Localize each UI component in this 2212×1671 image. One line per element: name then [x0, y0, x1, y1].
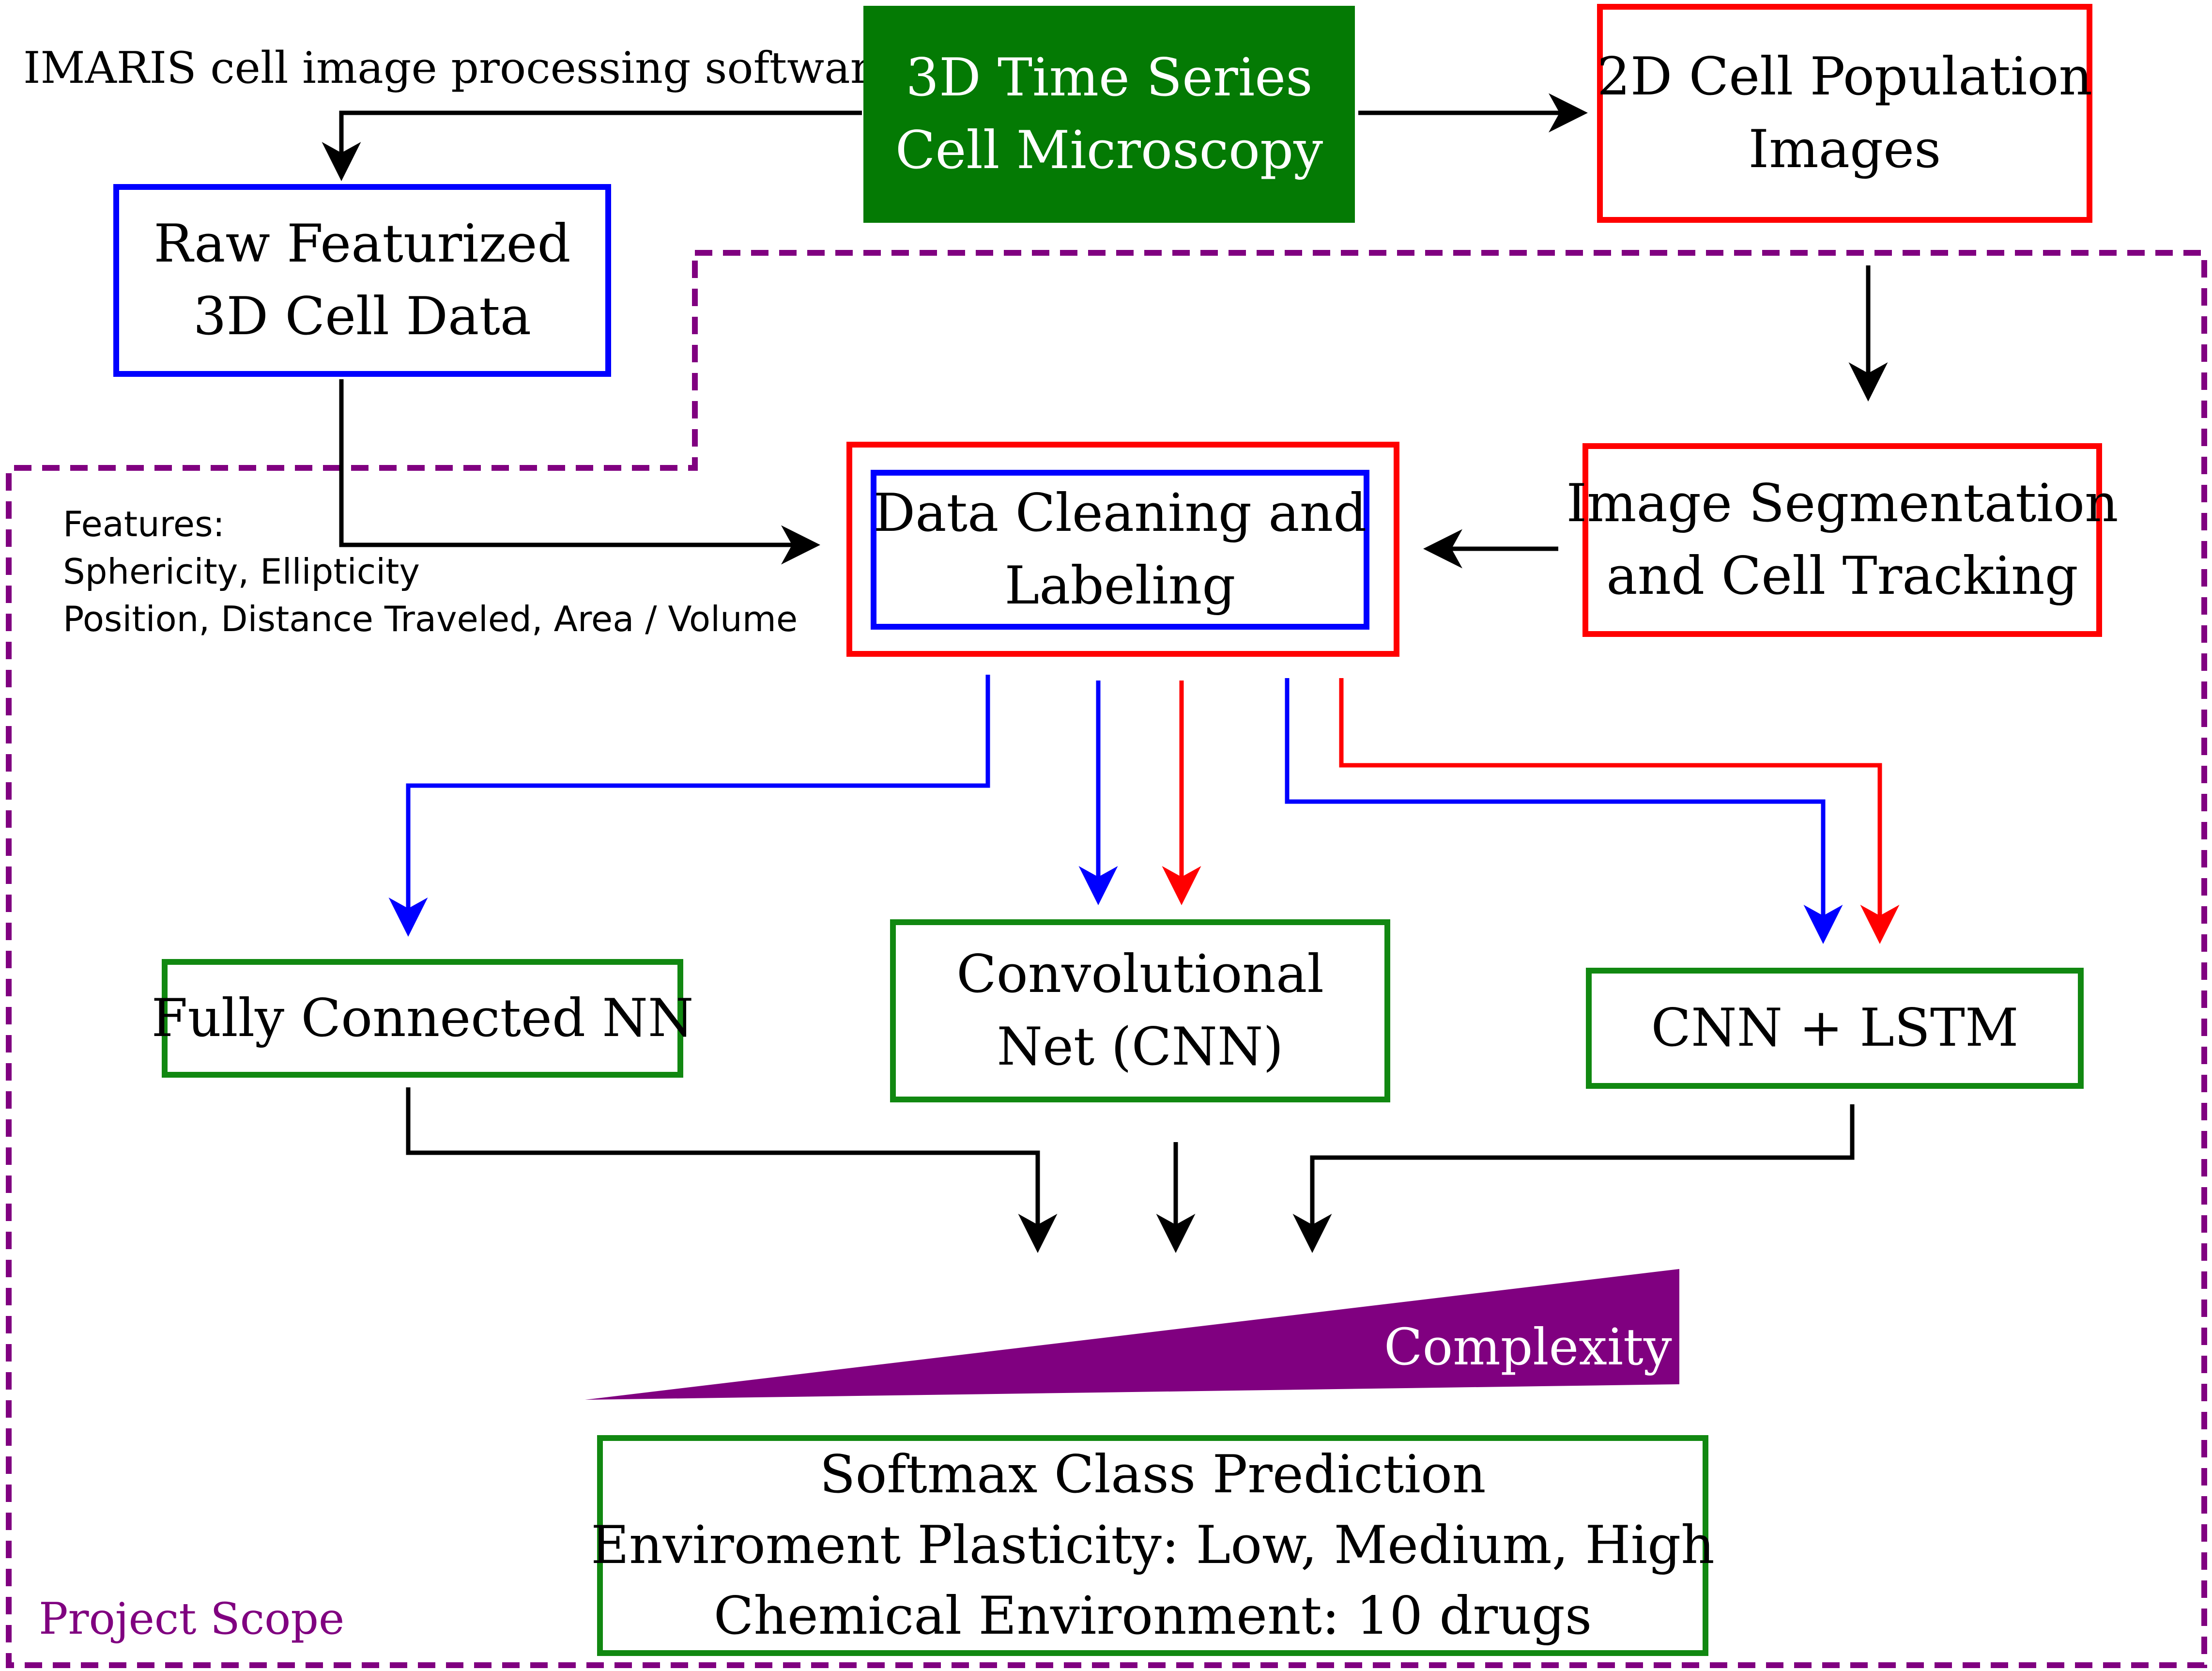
cnn-box: Convolutional Net (CNN) — [890, 919, 1390, 1102]
cleaning-box: Data Cleaning and Labeling — [871, 470, 1369, 630]
raw-data-line-2: 3D Cell Data — [193, 286, 532, 347]
population-images-line-2: Images — [1748, 119, 1941, 180]
blue-arrow-to-fc-nn — [388, 675, 990, 937]
cnn-lstm-box: CNN + LSTM — [1586, 968, 2084, 1089]
population-images-box: 2D Cell Population Images — [1597, 4, 2092, 223]
blue-arrow-to-cnn-lstm — [1285, 678, 1843, 944]
arrow-fc-nn-to-softmax — [406, 1087, 1058, 1253]
software-label: IMARIS cell image processing software — [23, 43, 897, 93]
project-scope-outline — [6, 250, 2207, 1668]
arrow-raw-data-to-cleaning — [339, 379, 820, 565]
softmax-box: Softmax Class Prediction Enviroment Plas… — [591, 1435, 1715, 1656]
cnn-line-1: Convolutional — [956, 944, 1324, 1005]
cleaning-line-2: Labeling — [1004, 556, 1236, 616]
microscopy-line-1: 3D Time Series — [906, 47, 1313, 108]
raw-data-line-1: Raw Featurized — [154, 214, 571, 274]
cleaning-line-1: Data Cleaning and — [873, 483, 1367, 543]
fc-nn-label: Fully Connected NN — [151, 988, 694, 1049]
segmentation-line-2: and Cell Tracking — [1606, 546, 2078, 606]
cnn-lstm-label: CNN + LSTM — [1651, 998, 2019, 1058]
features-line-1: Sphericity, Ellipticity — [63, 551, 420, 592]
segmentation-line-1: Image Segmentation — [1566, 473, 2119, 534]
complexity-wedge — [585, 1269, 1679, 1400]
arrow-cnn-lstm-to-softmax — [1292, 1104, 1855, 1253]
red-arrow-to-cnn-lstm — [1339, 678, 1900, 944]
softmax-line-3: Chemical Environment: 10 drugs — [713, 1586, 1592, 1646]
softmax-line-2: Enviroment Plasticity: Low, Medium, High — [591, 1515, 1715, 1576]
fc-nn-box: Fully Connected NN — [152, 959, 693, 1078]
raw-data-box: Raw Featurized 3D Cell Data — [113, 184, 611, 377]
project-scope-label: Project Scope — [39, 1594, 345, 1644]
features-heading: Features: — [63, 504, 225, 544]
arrow-microscopy-to-raw-data — [322, 110, 862, 181]
features-line-2: Position, Distance Traveled, Area / Volu… — [63, 599, 798, 639]
microscopy-box: 3D Time Series Cell Microscopy — [863, 6, 1355, 223]
softmax-line-1: Softmax Class Prediction — [819, 1444, 1486, 1505]
cleaning-outer-box — [846, 442, 1399, 657]
cnn-line-2: Net (CNN) — [997, 1017, 1284, 1077]
segmentation-box: Image Segmentation and Cell Tracking — [1566, 443, 2119, 637]
population-images-line-1: 2D Cell Population — [1597, 46, 2093, 107]
microscopy-line-2: Cell Microscopy — [895, 120, 1323, 181]
complexity-label: Complexity — [1384, 1317, 1672, 1377]
